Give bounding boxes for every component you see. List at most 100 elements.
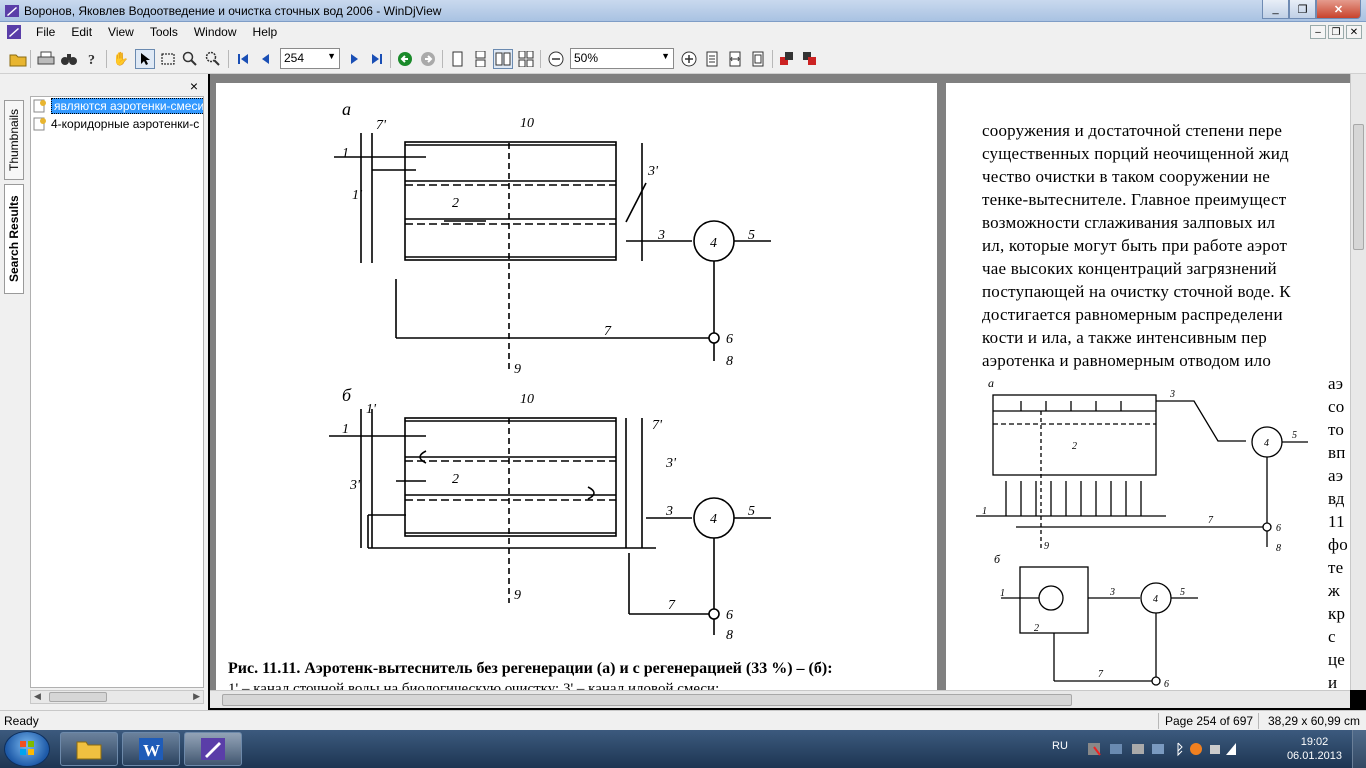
show-desktop-button[interactable] — [1352, 730, 1366, 768]
taskbar-explorer[interactable] — [60, 732, 118, 766]
menu-bar: File Edit View Tools Window Help — [0, 22, 1366, 42]
paragraph-line: чае высоких концентраций загрязнений — [982, 259, 1277, 278]
zoom-icon[interactable] — [180, 49, 200, 69]
menu-file[interactable]: File — [36, 25, 56, 39]
svg-text:1: 1 — [982, 506, 987, 517]
close-window-button[interactable]: ✕ — [1316, 0, 1361, 19]
svg-text:7': 7' — [376, 118, 387, 133]
rect-select-icon[interactable] — [158, 49, 178, 69]
svg-text:1': 1' — [366, 402, 377, 417]
window-title: Воронов, Яковлев Водоотведение и очистка… — [24, 3, 442, 18]
list-item[interactable]: являются аэротенки-смеси — [31, 97, 203, 115]
document-icon[interactable] — [6, 24, 22, 40]
tab-thumbnails[interactable]: Thumbnails — [4, 100, 24, 180]
svg-text:5: 5 — [748, 228, 755, 243]
document-horizontal-scrollbar[interactable] — [210, 690, 1350, 708]
minimize-button[interactable]: _ — [1262, 0, 1289, 19]
fit-page-icon[interactable] — [748, 49, 768, 69]
svg-text:3: 3 — [1169, 389, 1175, 400]
zoom-rect-icon[interactable] — [203, 49, 223, 69]
menu-tools[interactable]: Tools — [149, 25, 178, 39]
close-icon[interactable]: × — [189, 78, 198, 94]
taskbar-word[interactable]: W — [122, 732, 180, 766]
paragraph-line: существенных порций неочищенной жид — [982, 144, 1289, 163]
svg-text:7: 7 — [1208, 515, 1214, 526]
side-text: вп — [1328, 443, 1346, 462]
scrollbar-thumb[interactable] — [222, 694, 1072, 706]
windjview-icon — [201, 738, 225, 760]
facing-pages-icon[interactable] — [493, 49, 513, 69]
single-page-icon[interactable] — [447, 49, 467, 69]
svg-text:9: 9 — [514, 588, 521, 603]
svg-text:?: ? — [88, 53, 95, 67]
svg-text:1': 1' — [352, 188, 363, 203]
print-icon[interactable] — [36, 49, 56, 69]
list-item[interactable]: 4-коридорные аэротенки-с — [31, 115, 203, 133]
doc-minimize-button[interactable]: – — [1310, 25, 1326, 39]
doc-restore-button[interactable]: ❐ — [1328, 25, 1344, 39]
menu-window[interactable]: Window — [193, 25, 237, 39]
menu-edit[interactable]: Edit — [71, 25, 93, 39]
taskbar: W RU 19:02 06.01.2013 — [0, 730, 1366, 768]
panel-horizontal-scrollbar[interactable]: ◀ ▶ — [30, 690, 204, 704]
scrollbar-thumb[interactable] — [1353, 124, 1364, 250]
svg-text:4: 4 — [710, 236, 717, 251]
doc-close-button[interactable]: ✕ — [1346, 25, 1362, 39]
svg-text:3': 3' — [647, 164, 659, 179]
first-page-icon[interactable] — [233, 49, 253, 69]
rotate-left-icon[interactable] — [777, 49, 797, 69]
rotate-right-icon[interactable] — [800, 49, 820, 69]
fit-width-icon[interactable] — [725, 49, 745, 69]
side-text: аэ — [1328, 466, 1344, 485]
select-tool-icon[interactable] — [135, 49, 155, 69]
svg-text:5: 5 — [1292, 430, 1297, 441]
svg-text:8: 8 — [726, 628, 733, 643]
continuous-icon[interactable] — [470, 49, 490, 69]
zoom-out-icon[interactable] — [546, 49, 566, 69]
menu-help[interactable]: Help — [252, 25, 278, 39]
back-icon[interactable] — [395, 49, 415, 69]
svg-text:1: 1 — [342, 422, 349, 437]
zoom-combo[interactable]: 50% ▼ — [570, 48, 674, 69]
hand-tool-icon[interactable]: ✋ — [112, 51, 130, 66]
folder-icon — [76, 741, 102, 760]
paragraph-line: возможности сглаживания залповых ил — [982, 213, 1276, 232]
side-text: с — [1328, 627, 1336, 646]
last-page-icon[interactable] — [367, 49, 387, 69]
zoom-in-icon[interactable] — [679, 49, 699, 69]
language-indicator[interactable]: RU — [1052, 740, 1068, 752]
prev-page-icon[interactable] — [256, 49, 276, 69]
restore-button[interactable]: ❐ — [1289, 0, 1316, 19]
status-size: 38,29 x 60,99 cm — [1268, 714, 1361, 728]
start-button[interactable] — [4, 731, 50, 767]
actual-size-icon[interactable] — [702, 49, 722, 69]
help-icon[interactable]: ? — [82, 49, 102, 69]
window-controls: _ ❐ ✕ — [1262, 0, 1361, 20]
toolbar: ? ✋ 254 ▼ — [0, 42, 1366, 74]
svg-text:1: 1 — [1000, 588, 1005, 599]
side-text: вд — [1328, 489, 1345, 508]
svg-text:9: 9 — [514, 362, 521, 377]
svg-text:7: 7 — [668, 598, 676, 613]
search-results-list: являются аэротенки-смеси 4-коридорные аэ… — [30, 96, 204, 688]
figure-caption: Рис. 11.11. Аэротенк-вытеснитель без рег… — [228, 660, 833, 677]
next-page-icon[interactable] — [344, 49, 364, 69]
menu-view[interactable]: View — [108, 25, 134, 39]
page-number-combo[interactable]: 254 ▼ — [280, 48, 340, 69]
find-icon[interactable] — [59, 49, 79, 69]
taskbar-windjview[interactable] — [184, 732, 242, 766]
clock[interactable]: 19:02 06.01.2013 — [1287, 735, 1342, 763]
open-folder-icon[interactable] — [8, 49, 28, 69]
paragraph-line: поступающей на очистку сточной воде. К — [982, 282, 1291, 301]
svg-text:1: 1 — [342, 146, 349, 161]
svg-text:3: 3 — [665, 504, 673, 519]
vertical-scrollbar[interactable] — [1350, 74, 1366, 690]
result-page-icon — [33, 99, 46, 113]
continuous-facing-icon[interactable] — [516, 49, 536, 69]
side-text: фо — [1328, 535, 1348, 554]
side-text: со — [1328, 397, 1345, 416]
fig-b-label: б — [342, 385, 352, 405]
status-bar: Ready Page 254 of 697 38,29 x 60,99 cm — [0, 710, 1366, 730]
tab-search-results[interactable]: Search Results — [4, 184, 24, 294]
forward-icon[interactable] — [418, 49, 438, 69]
